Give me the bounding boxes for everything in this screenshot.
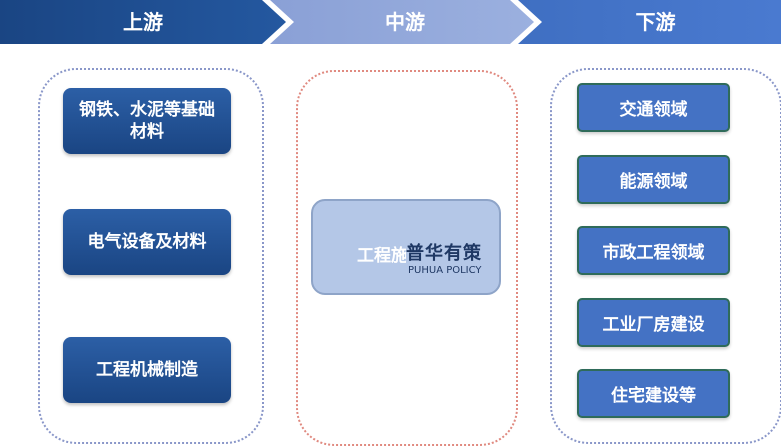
downstream-item-transport: 交通领域: [577, 83, 730, 132]
downstream-item-municipal: 市政工程领域: [577, 226, 730, 275]
midstream-chevron: [270, 0, 534, 44]
midstream-label: 中游: [385, 10, 425, 34]
downstream-item-energy: 能源领域: [577, 155, 730, 204]
watermark-cn: 普华有策: [406, 243, 482, 264]
chain-header-band: [0, 0, 781, 44]
upstream-item-machinery: 工程机械制造: [63, 337, 231, 403]
upstream-group: [38, 68, 264, 444]
puhua-logo: 普华有策 PUHUA POLICY: [406, 239, 486, 285]
upstream-chevron: [0, 0, 286, 44]
upstream-item-basic-materials: 钢铁、水泥等基础材料: [63, 88, 231, 154]
downstream-label: 下游: [635, 10, 676, 34]
watermark-en: PUHUA POLICY: [408, 265, 482, 276]
midstream-group: [296, 70, 518, 446]
upstream-item-electrical-equipment: 电气设备及材料: [63, 209, 231, 275]
downstream-item-residential: 住宅建设等: [577, 369, 730, 418]
downstream-item-industrial: 工业厂房建设: [577, 298, 730, 347]
upstream-label: 上游: [123, 10, 163, 34]
midstream-item-construction: 工程施工 普华有策 PUHUA POLICY: [311, 199, 501, 295]
downstream-chevron: [518, 0, 781, 44]
